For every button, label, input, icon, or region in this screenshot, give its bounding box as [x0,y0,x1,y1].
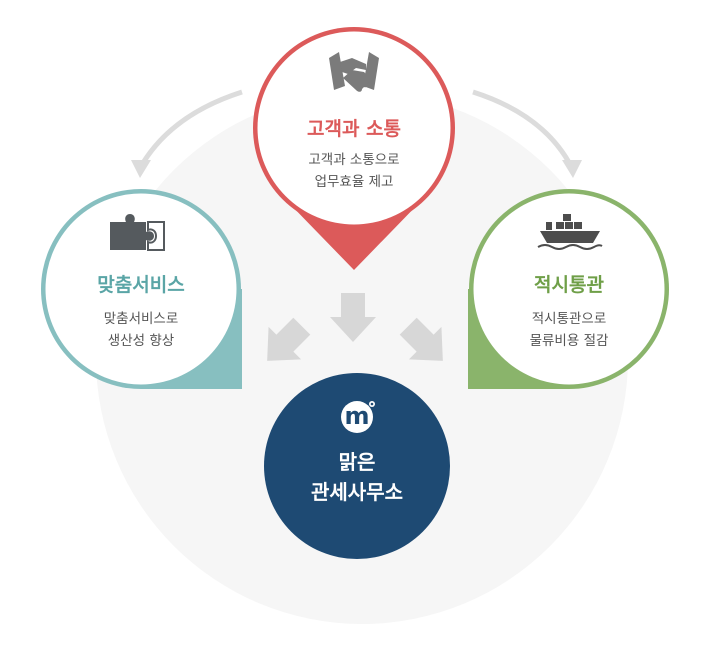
top-desc-line2: 업무효율 제고 [314,174,394,190]
node-left [41,189,242,389]
curve-arrow-right [472,89,575,170]
left-desc-line1: 맞춤서비스로 [103,311,179,327]
puzzle-icon [110,214,165,251]
logo-letter: m [344,402,370,430]
top-title: 고객과 소통 [306,118,401,140]
curve-arrow-right-head [562,160,582,178]
handshake-icon [329,52,379,92]
right-desc-line1: 적시통관으로 [531,311,607,327]
node-center [264,373,450,559]
center-title-line1: 맑은 [338,450,376,474]
node-top [253,27,455,270]
top-desc-line1: 고객과 소통으로 [308,152,400,168]
block-arrow-left [267,317,311,361]
left-title: 맞춤서비스 [97,274,185,296]
right-desc-line2: 물류비용 절감 [529,333,609,349]
right-title: 적시통관 [534,274,604,296]
curve-arrow-left [137,89,243,170]
cargo-ship-icon [537,214,603,250]
left-desc-line2: 생산성 향상 [107,333,175,349]
curve-arrow-left-head [131,160,151,178]
logo-badge [341,401,375,433]
block-arrow-top [330,293,376,342]
block-arrow-right [399,317,443,361]
center-title-line2: 관세사무소 [311,480,403,504]
node-right [468,189,669,389]
